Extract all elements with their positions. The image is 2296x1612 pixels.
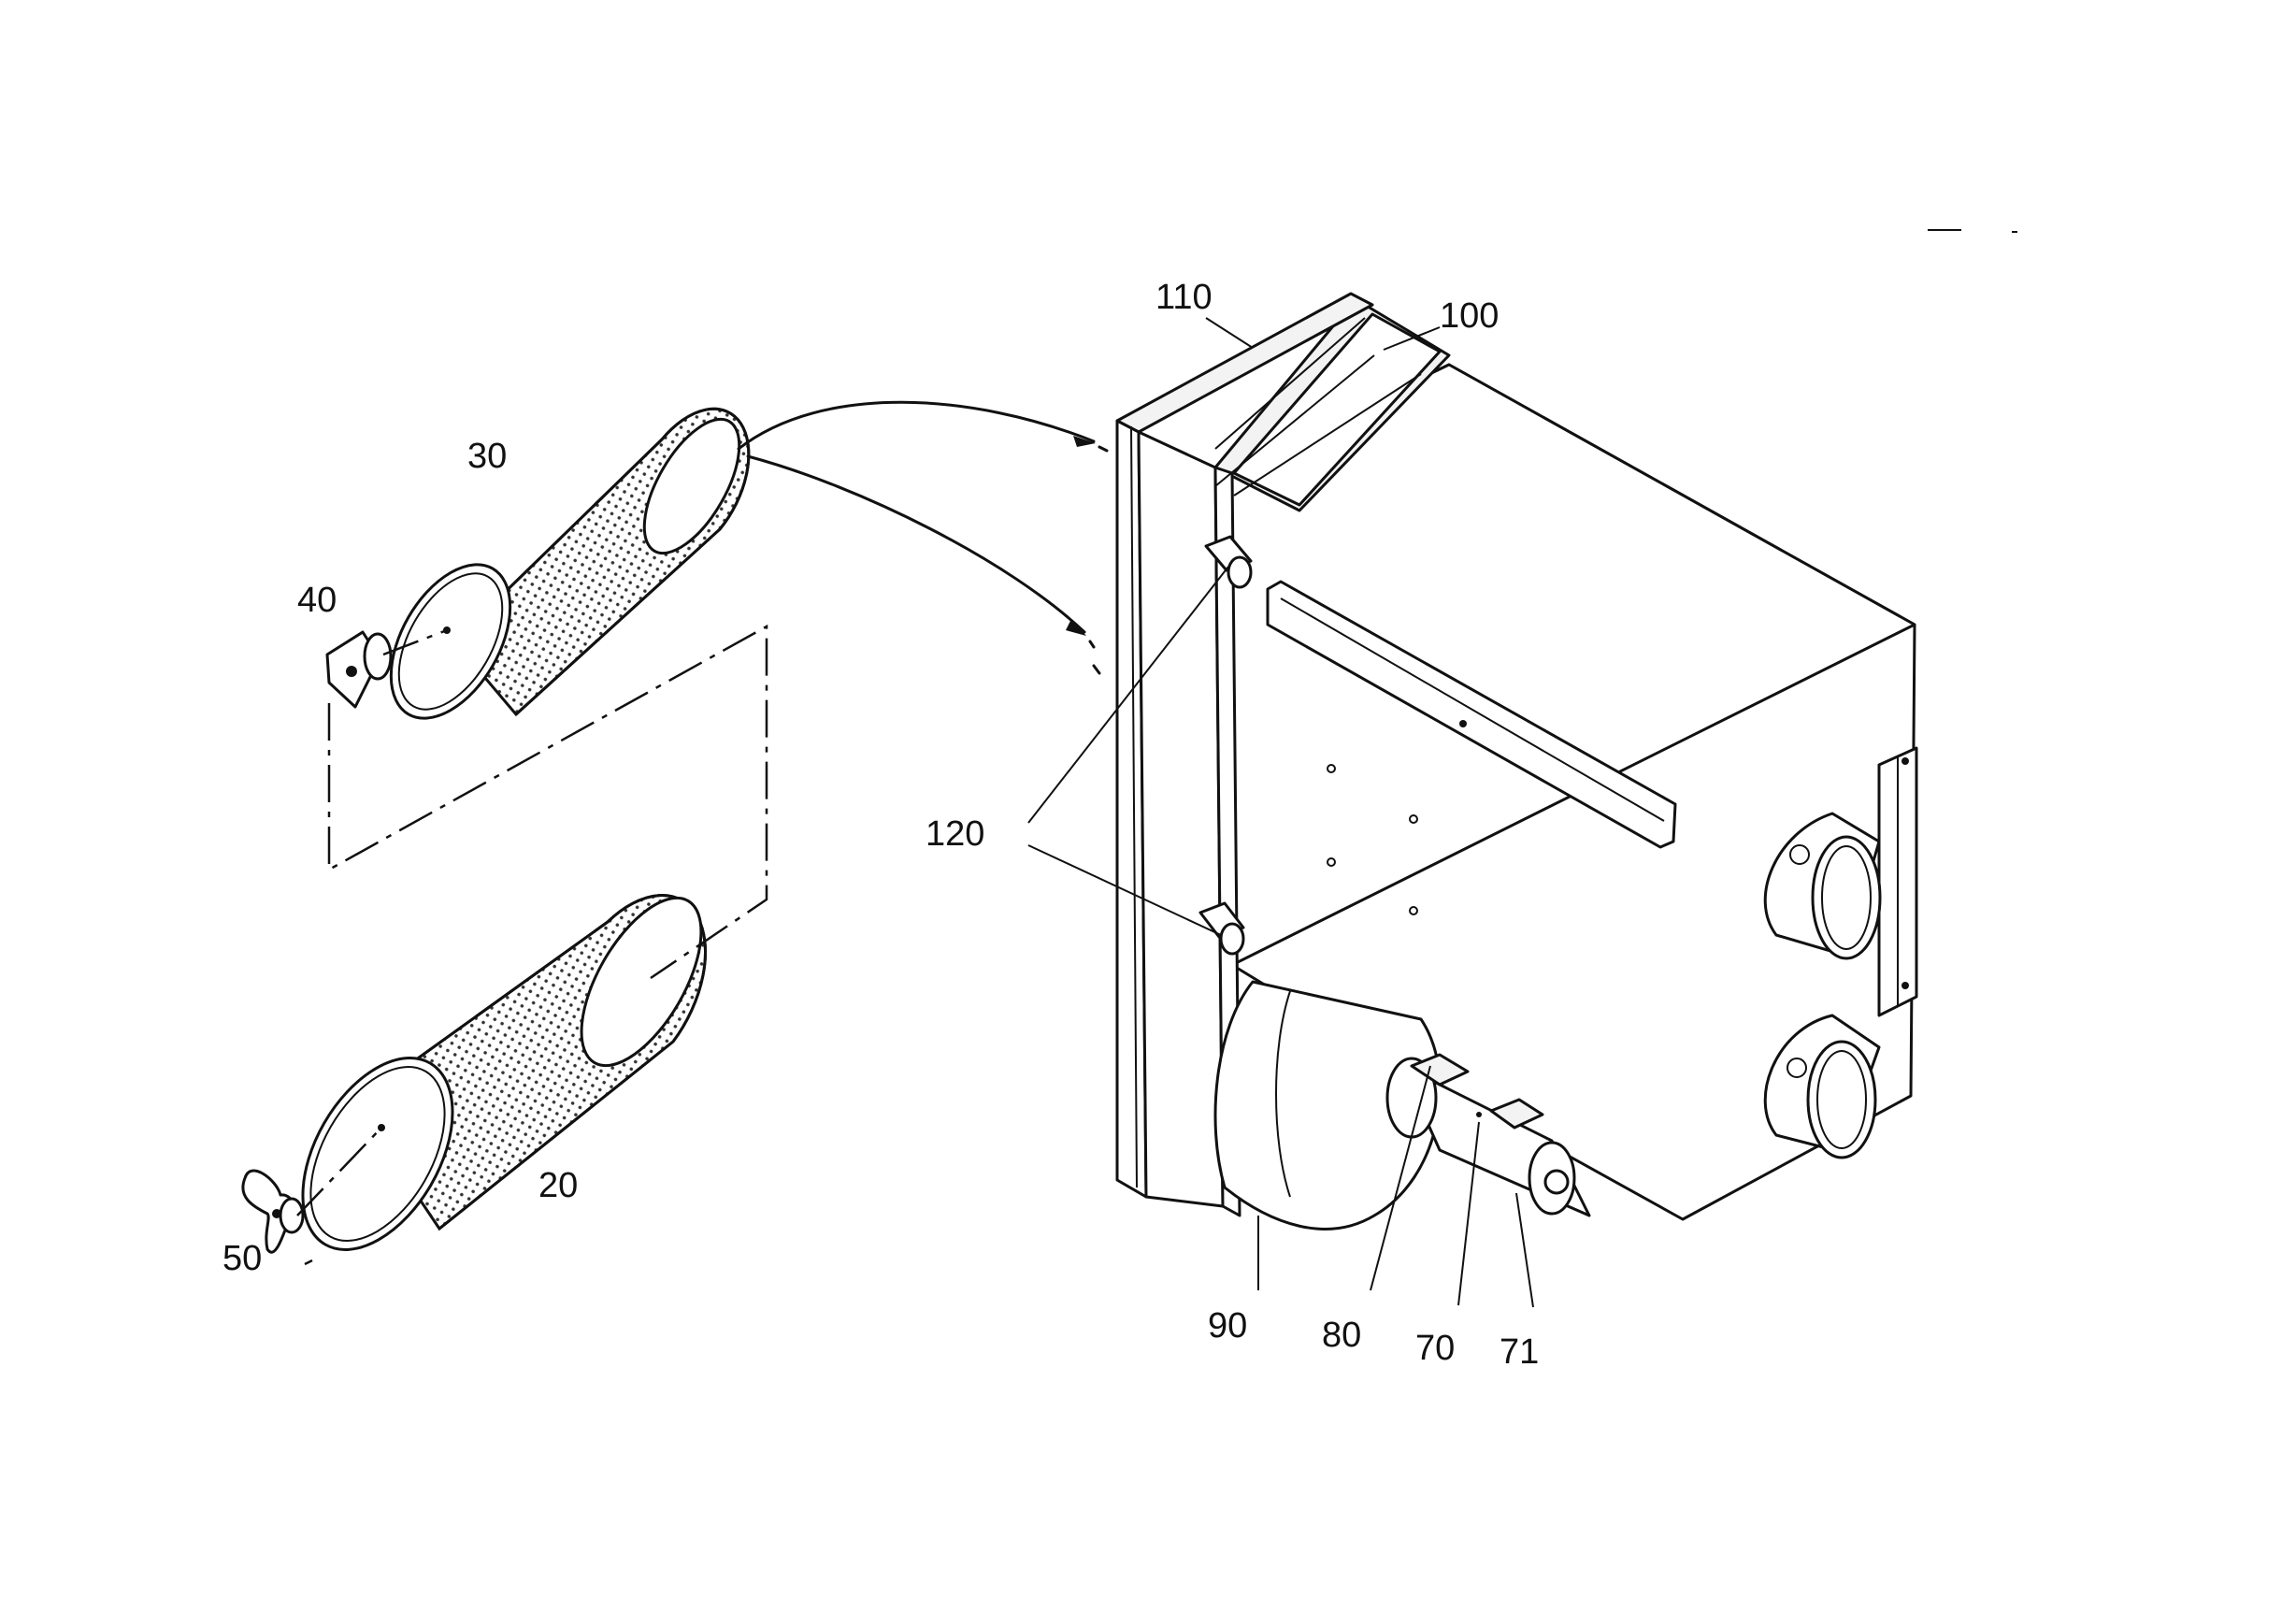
motor-70	[1385, 1053, 1591, 1217]
label-100: 100	[1440, 296, 1499, 336]
label-30: 30	[467, 437, 507, 476]
label-40: 40	[297, 581, 337, 620]
arrow-lower	[746, 454, 1086, 634]
filter-20-end-cap	[301, 1057, 454, 1251]
upper-duct	[1763, 812, 1882, 960]
assembly-line-dash	[327, 624, 768, 980]
mounting-rail	[1266, 580, 1677, 849]
label-70: 70	[1415, 1329, 1455, 1368]
label-120: 120	[926, 814, 984, 854]
motor-shaft-71	[1543, 1169, 1570, 1195]
filter-30-end-cap	[389, 563, 512, 720]
label-20: 20	[538, 1166, 578, 1205]
filter-30	[389, 407, 751, 720]
lower-duct	[1763, 1014, 1881, 1159]
filter-20	[301, 894, 707, 1251]
arrow-upper	[737, 400, 1096, 451]
label-50: 50	[222, 1239, 262, 1278]
motor-bracket-80	[1410, 1053, 1470, 1087]
knob-40	[325, 630, 393, 709]
wing-nut-50	[241, 1169, 305, 1254]
label-110: 110	[1155, 278, 1213, 317]
clip-upper-120	[1204, 535, 1253, 589]
label-90: 90	[1208, 1306, 1247, 1346]
label-80: 80	[1322, 1316, 1361, 1355]
label-71: 71	[1500, 1332, 1539, 1372]
clip-lower-120	[1198, 901, 1245, 956]
housing-box	[1115, 292, 1918, 1221]
